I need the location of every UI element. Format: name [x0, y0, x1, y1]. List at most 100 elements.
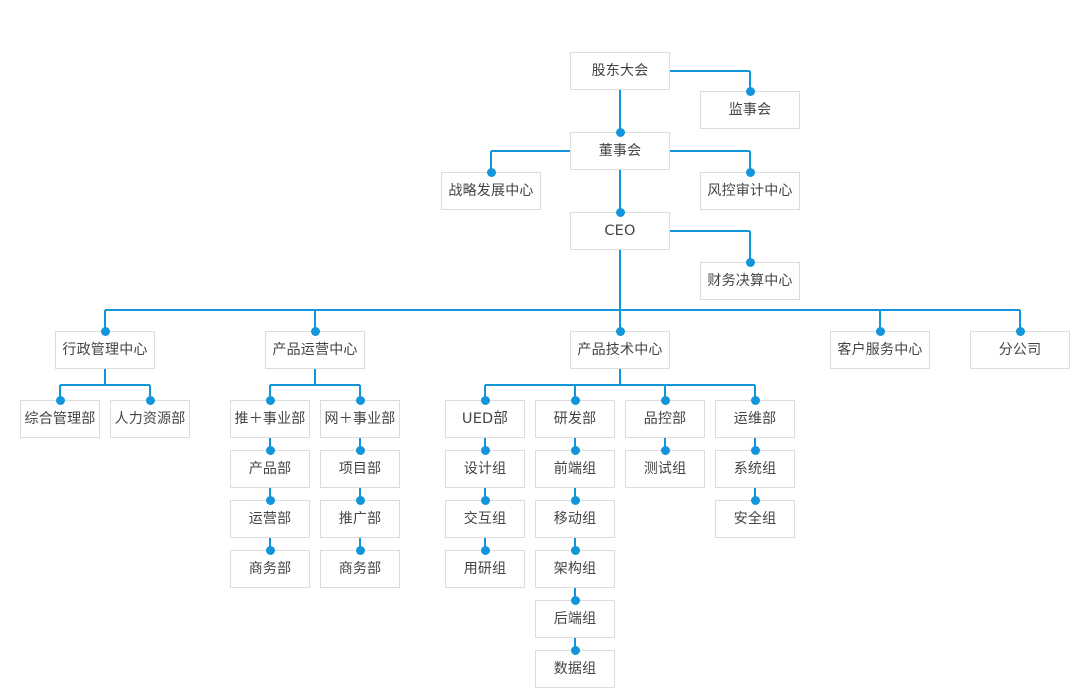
- org-node-label: 品控部: [643, 411, 687, 427]
- connector-dot-hr: [145, 395, 155, 405]
- connector-dot-project-dept: [355, 445, 365, 455]
- org-node-finance[interactable]: 财务决算中心: [700, 262, 800, 300]
- org-node-label: 研发部: [553, 411, 597, 427]
- org-node-ops-dept[interactable]: 运营部: [230, 500, 310, 538]
- org-node-label: 运营部: [248, 511, 292, 527]
- org-node-label: 产品部: [248, 461, 292, 477]
- org-node-project-dept[interactable]: 项目部: [320, 450, 400, 488]
- connector-dot-biz-dept-2: [355, 545, 365, 555]
- org-node-label: 风控审计中心: [707, 183, 793, 199]
- connector-dot-research-team: [480, 545, 490, 555]
- connector-dot-mobile-team: [570, 495, 580, 505]
- connector-dot-branch: [1015, 326, 1025, 336]
- org-node-backend-team[interactable]: 后端组: [535, 600, 615, 638]
- org-node-devops[interactable]: 运维部: [715, 400, 795, 438]
- org-node-ceo[interactable]: CEO: [570, 212, 670, 250]
- org-node-system-team[interactable]: 系统组: [715, 450, 795, 488]
- org-node-security-team[interactable]: 安全组: [715, 500, 795, 538]
- connector-dot-rnd: [570, 395, 580, 405]
- connector-dot-prodtech: [615, 326, 625, 336]
- org-node-label: 安全组: [733, 511, 777, 527]
- org-node-label: 商务部: [338, 561, 382, 577]
- org-node-biz-dept-1[interactable]: 商务部: [230, 550, 310, 588]
- org-node-ued[interactable]: UED部: [445, 400, 525, 438]
- org-node-label: 运维部: [733, 411, 777, 427]
- connector-dot-wang-bu: [355, 395, 365, 405]
- org-node-riskaudit[interactable]: 风控审计中心: [700, 172, 800, 210]
- org-node-wang-bu[interactable]: 网＋事业部: [320, 400, 400, 438]
- org-node-supervisors[interactable]: 监事会: [700, 91, 800, 129]
- org-node-board[interactable]: 董事会: [570, 132, 670, 170]
- connector-dot-design-team: [480, 445, 490, 455]
- org-node-admin[interactable]: 行政管理中心: [55, 331, 155, 369]
- connector-dot-prodops: [310, 326, 320, 336]
- org-node-hr[interactable]: 人力资源部: [110, 400, 190, 438]
- connector-dot-riskaudit: [745, 167, 755, 177]
- org-node-prodtech[interactable]: 产品技术中心: [570, 331, 670, 369]
- org-node-label: 推＋事业部: [234, 411, 306, 427]
- org-node-frontend-team[interactable]: 前端组: [535, 450, 615, 488]
- org-node-customer[interactable]: 客户服务中心: [830, 331, 930, 369]
- org-node-mobile-team[interactable]: 移动组: [535, 500, 615, 538]
- connector-dot-security-team: [750, 495, 760, 505]
- org-node-label: 前端组: [553, 461, 597, 477]
- org-node-label: CEO: [604, 222, 636, 239]
- connector-dot-general-mgmt: [55, 395, 65, 405]
- org-node-label: 监事会: [728, 102, 772, 118]
- org-node-arch-team[interactable]: 架构组: [535, 550, 615, 588]
- org-node-label: 人力资源部: [114, 411, 186, 427]
- org-node-label: 商务部: [248, 561, 292, 577]
- org-node-promo-dept[interactable]: 推广部: [320, 500, 400, 538]
- org-node-label: UED部: [461, 410, 509, 427]
- org-node-qa[interactable]: 品控部: [625, 400, 705, 438]
- org-node-label: 产品技术中心: [577, 342, 663, 358]
- connector-dot-data-team: [570, 645, 580, 655]
- connector-dot-system-team: [750, 445, 760, 455]
- org-node-label: 财务决算中心: [707, 273, 793, 289]
- org-node-label: 设计组: [463, 461, 507, 477]
- org-node-prodops[interactable]: 产品运营中心: [265, 331, 365, 369]
- connector-dot-interact-team: [480, 495, 490, 505]
- org-node-strategy[interactable]: 战略发展中心: [441, 172, 541, 210]
- org-node-product-dept[interactable]: 产品部: [230, 450, 310, 488]
- org-node-label: 产品运营中心: [272, 342, 358, 358]
- org-node-label: 股东大会: [591, 63, 649, 79]
- org-node-label: 架构组: [553, 561, 597, 577]
- connector-dot-test-team: [660, 445, 670, 455]
- org-node-branch[interactable]: 分公司: [970, 331, 1070, 369]
- org-node-label: 分公司: [998, 342, 1042, 358]
- connector-dot-qa: [660, 395, 670, 405]
- connector-dot-finance: [745, 257, 755, 267]
- connector-dot-board: [615, 127, 625, 137]
- org-node-label: 推广部: [338, 511, 382, 527]
- connector-dot-customer: [875, 326, 885, 336]
- connector-dot-biz-dept-1: [265, 545, 275, 555]
- connector-dot-supervisors: [745, 86, 755, 96]
- org-node-label: 项目部: [338, 461, 382, 477]
- connector-dot-tui-bu: [265, 395, 275, 405]
- org-node-label: 综合管理部: [24, 411, 96, 427]
- org-node-label: 用研组: [463, 561, 507, 577]
- connector-dot-promo-dept: [355, 495, 365, 505]
- org-node-label: 移动组: [553, 511, 597, 527]
- org-node-label: 系统组: [733, 461, 777, 477]
- org-node-shareholders[interactable]: 股东大会: [570, 52, 670, 90]
- org-node-label: 行政管理中心: [62, 342, 148, 358]
- org-node-label: 后端组: [553, 611, 597, 627]
- org-node-test-team[interactable]: 测试组: [625, 450, 705, 488]
- org-node-interact-team[interactable]: 交互组: [445, 500, 525, 538]
- connector-dot-devops: [750, 395, 760, 405]
- org-node-design-team[interactable]: 设计组: [445, 450, 525, 488]
- org-node-biz-dept-2[interactable]: 商务部: [320, 550, 400, 588]
- org-node-data-team[interactable]: 数据组: [535, 650, 615, 688]
- org-node-tui-bu[interactable]: 推＋事业部: [230, 400, 310, 438]
- org-node-label: 董事会: [598, 143, 642, 159]
- org-node-label: 客户服务中心: [837, 342, 923, 358]
- connector-dot-frontend-team: [570, 445, 580, 455]
- org-node-research-team[interactable]: 用研组: [445, 550, 525, 588]
- connector-dot-ued: [480, 395, 490, 405]
- org-node-label: 战略发展中心: [448, 183, 534, 199]
- org-node-rnd[interactable]: 研发部: [535, 400, 615, 438]
- org-node-general-mgmt[interactable]: 综合管理部: [20, 400, 100, 438]
